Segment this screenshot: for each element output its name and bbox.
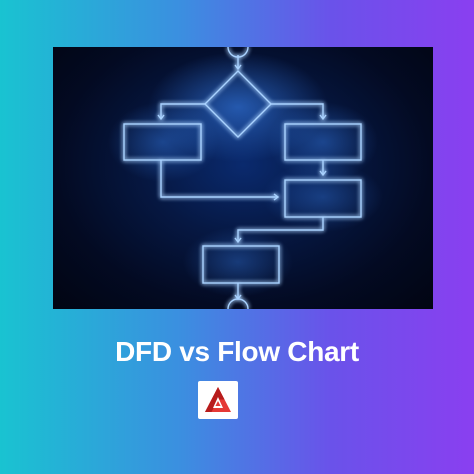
hero-image <box>53 47 433 309</box>
flowchart-diagram-icon <box>108 47 383 309</box>
page-title: DFD vs Flow Chart <box>115 336 359 367</box>
brand-logo <box>198 381 238 419</box>
brand-logo-icon <box>205 387 231 412</box>
